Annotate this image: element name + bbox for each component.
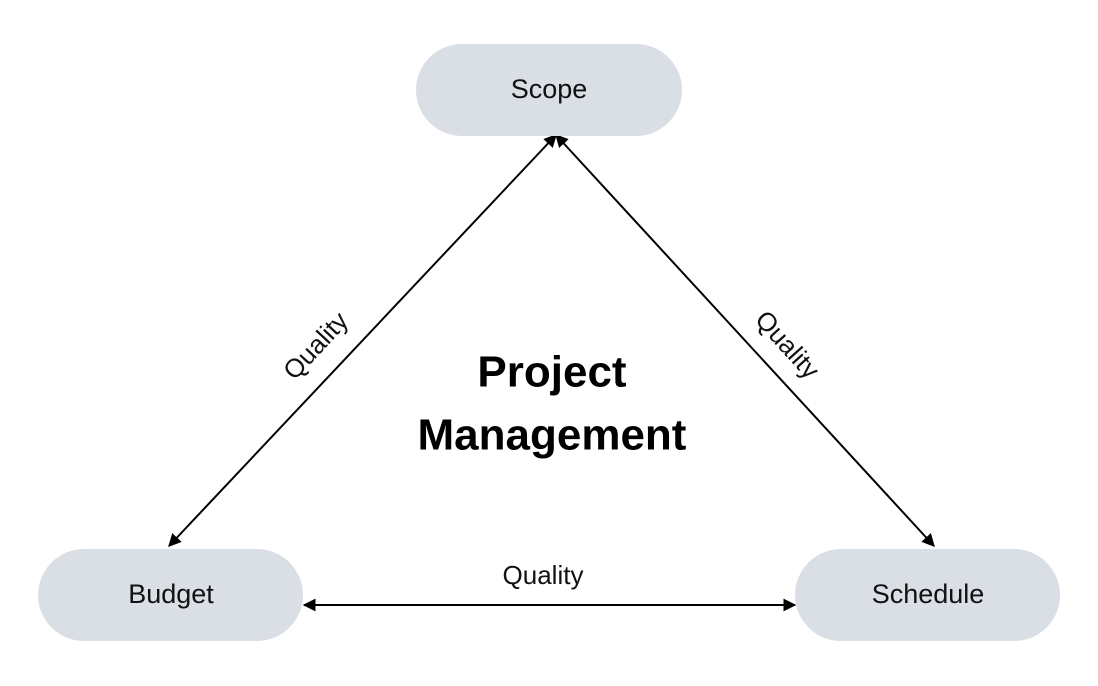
diagram-title-line-2: Management (418, 411, 687, 460)
node-schedule-box (795, 549, 1060, 641)
edge-label-scope-budget: Quality (277, 306, 354, 386)
node-budget-label: Budget (128, 579, 214, 609)
node-scope: Scope (416, 44, 682, 136)
node-scope-box (416, 44, 682, 136)
edge-label-scope-schedule: Quality (749, 304, 825, 384)
diagram-title-line-1: Project (477, 348, 627, 397)
node-budget: Budget (38, 549, 303, 641)
node-scope-label: Scope (511, 74, 588, 104)
node-schedule-label: Schedule (872, 579, 985, 609)
edge-label-budget-schedule: Quality (503, 560, 584, 590)
edge-scope-budget (168, 134, 557, 547)
edge-scope-schedule (555, 134, 935, 547)
node-schedule: Schedule (795, 549, 1060, 641)
node-budget-box (38, 549, 303, 641)
